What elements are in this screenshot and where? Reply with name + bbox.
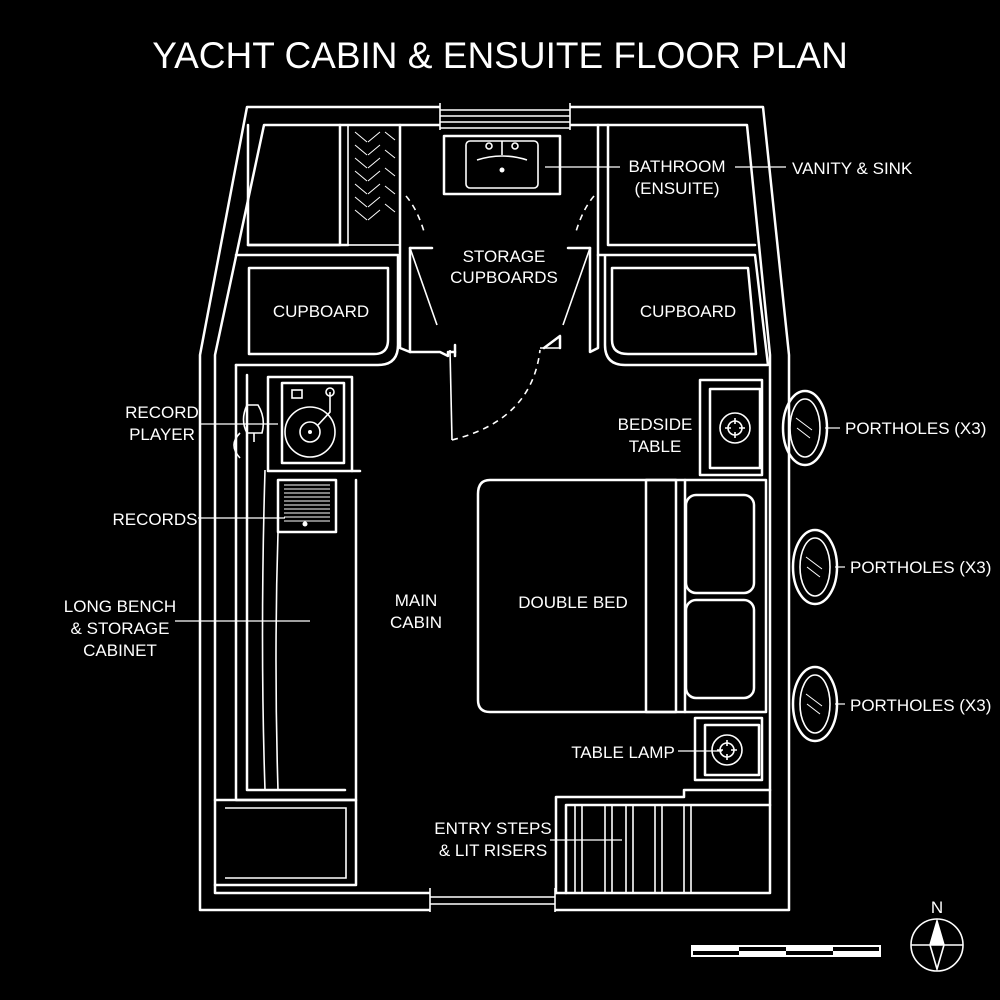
- storage-label-1: STORAGE: [463, 247, 546, 266]
- entry-door-opening: [429, 888, 556, 914]
- cupboard-right-label: CUPBOARD: [640, 302, 736, 321]
- double-bed: DOUBLE BED: [476, 478, 768, 714]
- porthole-label-3: PORTHOLES (X3): [850, 696, 991, 715]
- double-bed-label: DOUBLE BED: [518, 593, 628, 612]
- bench-label-1: LONG BENCH: [64, 597, 176, 616]
- record-player: [266, 375, 362, 473]
- table-lamp: [693, 716, 764, 782]
- record-player-label-1: RECORD: [125, 403, 199, 422]
- bedside-label-2: TABLE: [629, 437, 682, 456]
- bathroom-window: [439, 103, 571, 130]
- bathroom-label-1: BATHROOM: [629, 157, 726, 176]
- scale-bar-icon: [691, 945, 881, 957]
- bench-label-2: & STORAGE: [71, 619, 170, 638]
- bench-label-3: CABINET: [83, 641, 157, 660]
- annotation-labels: BATHROOM (ENSUITE) VANITY & SINK RECORD …: [64, 157, 992, 860]
- cupboard-left-label: CUPBOARD: [273, 302, 369, 321]
- porthole-2: [791, 528, 839, 606]
- main-cabin-door: [408, 343, 541, 441]
- porthole-1: [781, 389, 829, 467]
- top-left-storage: [246, 123, 401, 247]
- table-lamp-label: TABLE LAMP: [571, 743, 675, 762]
- main-cabin-label-2: CABIN: [390, 613, 442, 632]
- cupboard-right: CUPBOARD: [596, 253, 770, 367]
- bathroom-walls: [540, 123, 757, 350]
- hull-walls: [198, 105, 791, 912]
- cupboard-left: CUPBOARD: [234, 253, 400, 367]
- entry-label-2: & LIT RISERS: [439, 841, 547, 860]
- records-crate: [276, 478, 338, 534]
- porthole-label-2: PORTHOLES (X3): [850, 558, 991, 577]
- bedside-table: [698, 378, 764, 477]
- porthole-3: [791, 665, 839, 743]
- main-cabin-label-1: MAIN: [395, 591, 438, 610]
- record-player-label-2: PLAYER: [129, 425, 195, 444]
- long-bench-cabinet: [213, 363, 358, 887]
- compass-rose-icon: N: [910, 898, 964, 972]
- entry-steps: [554, 788, 772, 895]
- bedside-label-1: BEDSIDE: [618, 415, 693, 434]
- storage-cupboards: STORAGE CUPBOARDS: [398, 123, 600, 354]
- bathroom-label-2: (ENSUITE): [635, 179, 720, 198]
- records-label: RECORDS: [112, 510, 197, 529]
- storage-label-2: CUPBOARDS: [450, 268, 558, 287]
- vanity-label: VANITY & SINK: [792, 159, 913, 178]
- compass-north-label: N: [931, 898, 943, 917]
- wall-lamp: [233, 404, 265, 459]
- porthole-label-1: PORTHOLES (X3): [845, 419, 986, 438]
- entry-label-1: ENTRY STEPS: [434, 819, 551, 838]
- plan-title: YACHT CABIN & ENSUITE FLOOR PLAN: [152, 35, 848, 76]
- vanity-sink: [442, 134, 562, 196]
